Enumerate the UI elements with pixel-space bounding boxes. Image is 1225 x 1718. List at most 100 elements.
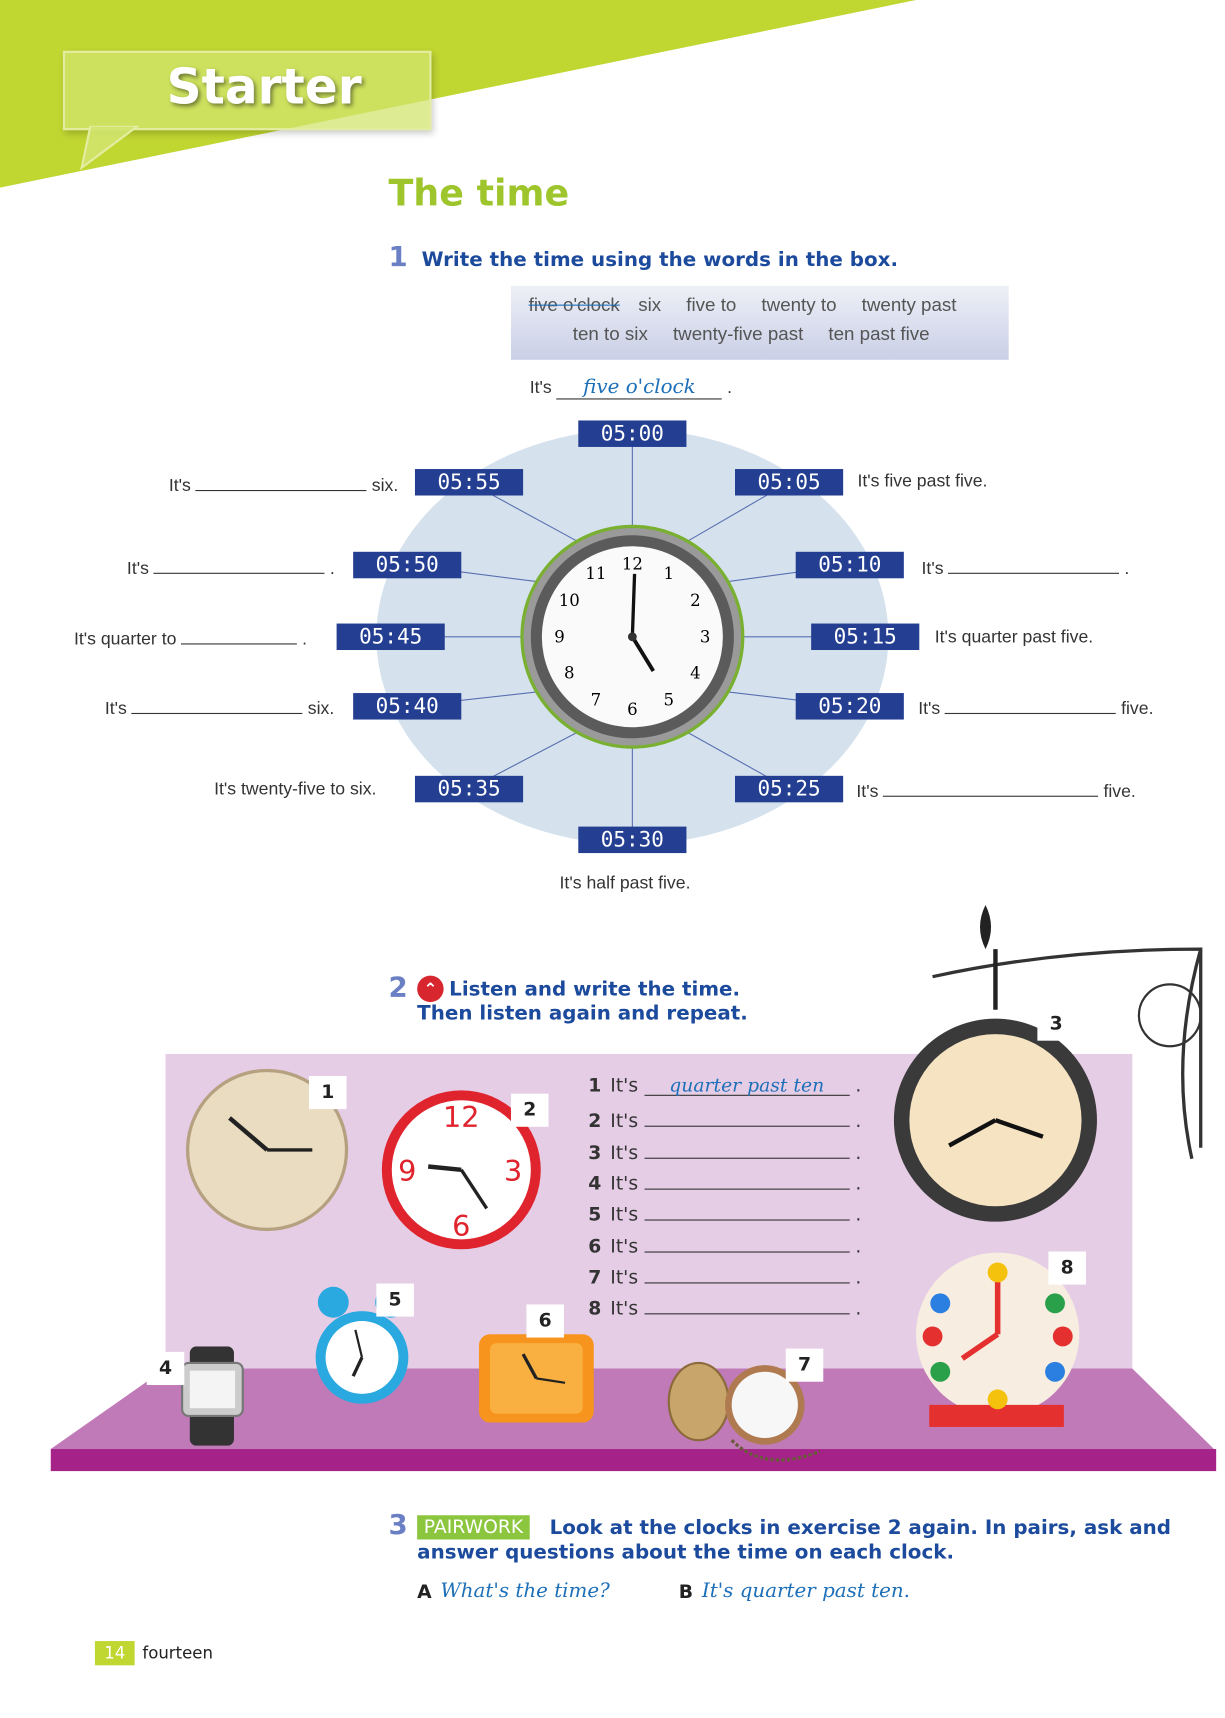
row-number: 2	[588, 1110, 602, 1133]
row-prefix: It's	[610, 1266, 639, 1289]
starter-speech-box: Starter	[62, 50, 432, 131]
sentence-0535: It's twenty-five to six.	[214, 780, 377, 800]
sentence-0520: It's five.	[918, 697, 1153, 719]
minute-hand	[630, 573, 637, 637]
exercise-2-number: 2	[388, 971, 408, 1004]
exercise-2-line2: Then listen again and repeat.	[417, 1002, 748, 1026]
page-number: 14	[94, 1641, 135, 1666]
example-answer: five o'clock	[583, 375, 696, 399]
clock-tag: 3	[1037, 1007, 1075, 1041]
audio-icon[interactable]: ⌃	[417, 975, 444, 1003]
time-box: 05:00	[578, 420, 687, 447]
row-number: 7	[588, 1266, 602, 1289]
sentence-0525: It's five.	[856, 780, 1135, 802]
row-prefix: It's	[610, 1204, 639, 1227]
sentence-0540: It's six.	[105, 697, 334, 719]
time-box: 05:40	[353, 693, 462, 720]
clock-3-image	[893, 1018, 1097, 1222]
sentence-0510: It's .	[922, 557, 1130, 579]
sentence-0505: It's five past five.	[857, 472, 988, 492]
time-box: 05:05	[734, 469, 844, 496]
answer-field[interactable]	[644, 1200, 850, 1221]
time-box: 05:55	[414, 469, 524, 496]
clock-numeral: 1	[664, 564, 675, 583]
clock-tag: 2	[510, 1093, 549, 1127]
clock-numeral: 8	[564, 664, 575, 683]
answer-field[interactable]	[644, 1231, 850, 1253]
row-prefix: It's	[610, 1297, 639, 1321]
speaker-b-label: B	[678, 1581, 694, 1604]
clock-numeral: 7	[591, 690, 602, 709]
clock-tag: 1	[309, 1076, 347, 1110]
row-number: 6	[588, 1235, 602, 1258]
time-box: 05:45	[336, 623, 445, 651]
word-box: five o'clock six five to twenty to twent…	[510, 285, 1009, 360]
svg-text:9: 9	[398, 1154, 416, 1188]
example-sentence: It's five o'clock .	[529, 375, 733, 400]
clock-numeral: 6	[627, 700, 638, 719]
clock-numeral: 9	[554, 627, 565, 646]
clock-numeral: 11	[585, 564, 606, 583]
time-box: 05:25	[734, 775, 844, 803]
clock-numeral: 12	[622, 554, 643, 573]
word: twenty-five past	[672, 323, 804, 345]
speaker-a-label: A	[417, 1581, 432, 1604]
answer-field[interactable]	[644, 1137, 850, 1159]
time-box: 05:20	[795, 693, 904, 720]
clock-numeral: 5	[664, 690, 675, 709]
clock-4-image	[180, 1346, 244, 1446]
page-word: fourteen	[142, 1643, 213, 1664]
clock-numeral: 10	[559, 591, 580, 610]
exercise-3-number: 3	[388, 1508, 408, 1541]
row-prefix: It's	[610, 1074, 639, 1097]
row-number: 1	[588, 1074, 602, 1097]
svg-text:6: 6	[452, 1209, 470, 1243]
svg-text:3: 3	[504, 1154, 522, 1188]
clock-tag: 7	[785, 1348, 824, 1382]
answer-field[interactable]	[644, 1262, 850, 1284]
clock-5-image	[315, 1286, 409, 1404]
speaker-b-text: It's quarter past ten.	[701, 1579, 910, 1603]
row-number: 4	[588, 1173, 602, 1196]
row-number: 3	[588, 1141, 602, 1164]
clock-tag: 4	[146, 1351, 185, 1386]
clock-numeral: 2	[690, 591, 701, 610]
page-title: The time	[388, 171, 570, 215]
answer-field[interactable]: quarter past ten	[644, 1075, 850, 1097]
sentence-0555: It's six.	[169, 475, 398, 497]
exercise-3-line2: answer questions about the time on each …	[417, 1540, 954, 1564]
sentence-0530: It's half past five.	[559, 874, 691, 893]
example-suffix: .	[727, 378, 733, 398]
pairwork-badge: PAIRWORK	[417, 1515, 530, 1540]
svg-text:12: 12	[443, 1100, 480, 1134]
section-title: Starter	[166, 59, 362, 116]
time-box: 05:50	[353, 551, 462, 579]
exercise-3-line1: Look at the clocks in exercise 2 again. …	[549, 1516, 1171, 1540]
row-prefix: It's	[610, 1141, 639, 1164]
answer-field[interactable]	[644, 1294, 850, 1315]
time-box: 05:30	[578, 826, 687, 854]
hour-hand	[630, 635, 655, 672]
clock-numeral: 3	[700, 627, 711, 646]
answer-field[interactable]	[644, 1106, 850, 1128]
word: six	[638, 294, 662, 316]
speaker-a-text: What's the time?	[440, 1579, 610, 1603]
word: twenty past	[861, 294, 957, 316]
header-banner	[0, 0, 916, 188]
sentence-0550: It's .	[127, 557, 335, 579]
clock-tag: 6	[526, 1304, 564, 1338]
example-prefix: It's	[529, 378, 552, 398]
clock-7-image	[667, 1361, 821, 1462]
time-box: 05:10	[795, 551, 904, 579]
answer-field[interactable]	[644, 1169, 850, 1190]
exercise-1-instruction: Write the time using the words in the bo…	[421, 248, 899, 272]
row-prefix: It's	[610, 1110, 639, 1133]
